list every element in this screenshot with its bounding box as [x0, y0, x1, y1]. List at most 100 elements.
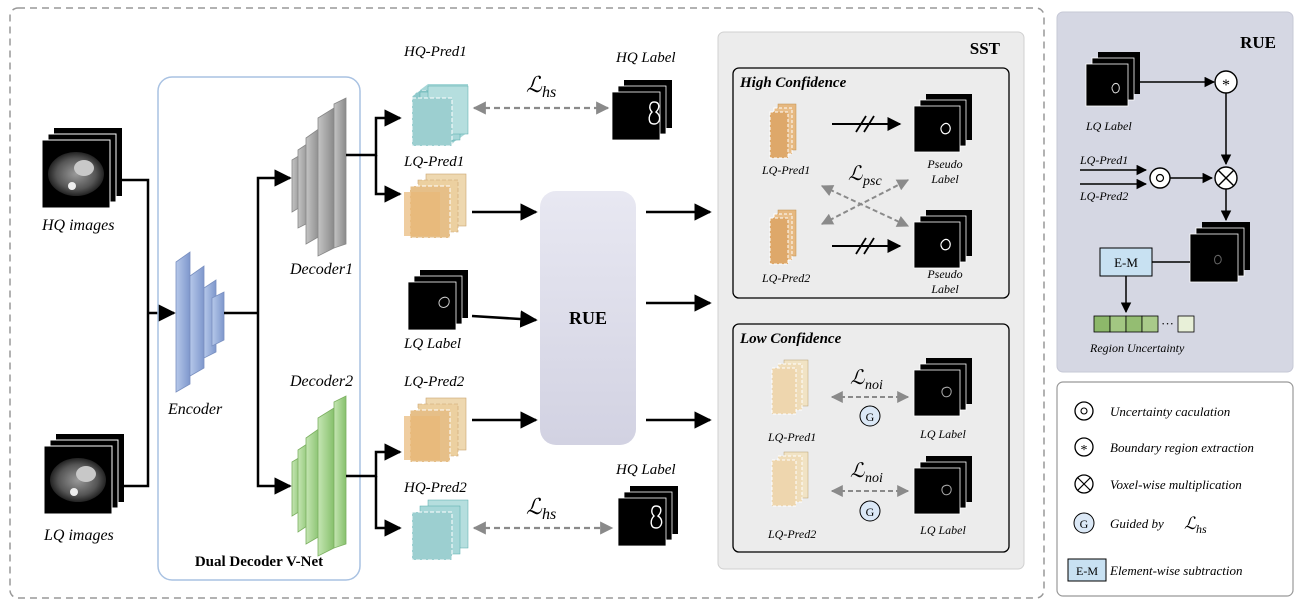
high-pred1-stack — [769, 103, 797, 159]
region-uncertainty-text: Region Uncertainty — [1089, 341, 1185, 355]
legend-em-box — [1067, 558, 1107, 582]
input-connector — [122, 178, 150, 488]
uncertainty-calc-op — [1149, 167, 1171, 189]
low-lq-label-1-image — [913, 358, 972, 417]
pseudo-label-2-line1: Pseudo — [926, 267, 962, 281]
decoder1-label: Decoder1 — [289, 261, 353, 278]
lq-label-middle-image — [407, 270, 468, 331]
hq-label-bottom-image — [617, 486, 678, 547]
hq-label-top-image — [611, 80, 672, 141]
rue-lq-pred1-text: LQ-Pred1 — [1079, 153, 1128, 167]
high-pred2-stack — [769, 209, 797, 265]
legend-boundary-text: Boundary region extraction — [1110, 440, 1254, 455]
region-uncertainty-cells — [1093, 315, 1195, 333]
low-pred1-stack — [771, 359, 809, 415]
legend-guided-text: Guided by — [1110, 516, 1164, 531]
guided-g-circle-2 — [859, 500, 881, 522]
low-lq-label-2-image — [913, 456, 972, 515]
loss-hs-bottom-symbol: ℒ — [526, 494, 543, 519]
lq-images-label: LQ images — [43, 527, 114, 544]
lq-images-stack — [43, 434, 124, 515]
lqlabel-to-rue-arrow — [471, 310, 538, 328]
decoder1-to-hqpred1-arrow — [346, 109, 402, 157]
low-lq-label-2-text: LQ Label — [919, 523, 966, 537]
rue-block-label: RUE — [569, 308, 607, 328]
rue-lq-label-image — [1085, 52, 1140, 107]
rue-detail-title: RUE — [1240, 33, 1276, 52]
hq-images-label: HQ images — [41, 217, 114, 234]
hq-pred2-label: HQ-Pred2 — [403, 480, 467, 496]
low-lq-label-1-text: LQ Label — [919, 427, 966, 441]
loss-hs-top-symbol: ℒ — [526, 72, 543, 97]
encoder-label: Encoder — [167, 401, 223, 418]
rue-lq-label-text: LQ Label — [1085, 119, 1132, 133]
voxel-mult-op-x2 — [1217, 169, 1235, 187]
rue-block — [540, 191, 636, 445]
high-confidence-title: High Confidence — [739, 75, 847, 91]
hq-pred1-label: HQ-Pred1 — [403, 44, 467, 60]
encoder-to-decoder1-arrow — [256, 169, 292, 313]
psc-cross-arrow-2 — [820, 179, 910, 225]
psc-loss-symbol: ℒ — [848, 163, 863, 185]
high-stopgrad-tick-1a — [855, 115, 867, 133]
pseudo-label-1-line1: Pseudo — [926, 157, 962, 171]
high-stopgrad-tick-2b — [863, 237, 875, 255]
uncertainty-calc-op-dot — [1155, 173, 1165, 183]
decoder2-to-hqpred2-arrow — [374, 476, 402, 537]
guided-g-text-2: G — [866, 505, 875, 519]
legend-voxel-icon-x2 — [1077, 477, 1091, 491]
rue-uncertainty-map-image — [1189, 222, 1250, 283]
legend-voxel-text: Voxel-wise multiplication — [1110, 477, 1242, 492]
low-pred2-label: LQ-Pred2 — [767, 527, 816, 541]
region-uncertainty-ellipsis: ··· — [1161, 316, 1174, 331]
guided-g-circle-1 — [859, 405, 881, 427]
lq-label-middle-text: LQ Label — [403, 336, 461, 352]
high-stopgrad-tick-1b — [863, 115, 875, 133]
low-pred1-label: LQ-Pred1 — [767, 430, 816, 444]
legend-em-box-text: E-M — [1076, 564, 1098, 578]
encoder-block — [175, 251, 225, 393]
legend-guided-loss-sub: hs — [1196, 522, 1207, 536]
hq-label-bottom-text: HQ Label — [615, 462, 676, 478]
hq-images-stack — [41, 128, 122, 209]
decoder2-label: Decoder2 — [289, 373, 353, 390]
low-confidence-title: Low Confidence — [739, 331, 842, 347]
pseudo-label-2-image — [913, 210, 972, 269]
legend-box — [1056, 381, 1294, 597]
lq-pred2-stack — [404, 397, 467, 463]
pseudo-label-1-line2: Label — [930, 172, 959, 186]
dual-decoder-title: Dual Decoder V-Net — [195, 554, 323, 570]
loss-hs-top-sub: hs — [542, 84, 556, 101]
boundary-extraction-op-symbol: * — [1222, 77, 1230, 94]
hq-label-top-text: HQ Label — [615, 50, 676, 66]
legend-uncertainty-text: Uncertainty caculation — [1110, 404, 1230, 419]
decoder1-to-lqpred1-arrow — [374, 155, 402, 203]
high-pred1-label: LQ-Pred1 — [761, 163, 810, 177]
noi-loss-1-sub: noi — [865, 378, 883, 393]
sst-title: SST — [970, 39, 1001, 58]
rue-lq-pred2-text: LQ-Pred2 — [1079, 189, 1128, 203]
high-pred2-label: LQ-Pred2 — [761, 271, 810, 285]
decoder2-block — [291, 395, 347, 557]
hq-pred1-stack — [411, 84, 469, 147]
noi-loss-1-symbol: ℒ — [850, 367, 865, 389]
lq-pred1-stack — [404, 173, 467, 239]
dual-decoder-box — [157, 76, 361, 581]
decoder1-block — [291, 97, 347, 257]
outer-frame — [9, 7, 1045, 599]
legend-guided-loss-symbol: ℒ — [1184, 514, 1197, 533]
lq-pred1-label-main: LQ-Pred1 — [403, 154, 464, 170]
lq-pred2-label: LQ-Pred2 — [403, 374, 465, 390]
noi-loss-2-sub: noi — [865, 471, 883, 486]
encoder-to-decoder2-arrow — [256, 313, 292, 495]
legend-element-text: Element-wise subtraction — [1109, 563, 1243, 578]
legend-guided-icon — [1073, 512, 1095, 534]
noi-loss-2-symbol: ℒ — [850, 460, 865, 482]
legend-boundary-icon-symbol: * — [1081, 443, 1088, 458]
hq-pred2-stack — [411, 499, 469, 561]
pseudo-label-1-image — [913, 94, 972, 153]
em-box-text: E-M — [1114, 255, 1138, 270]
legend-uncertainty-icon-dot — [1080, 407, 1088, 415]
loss-hs-bottom-sub: hs — [542, 506, 556, 523]
